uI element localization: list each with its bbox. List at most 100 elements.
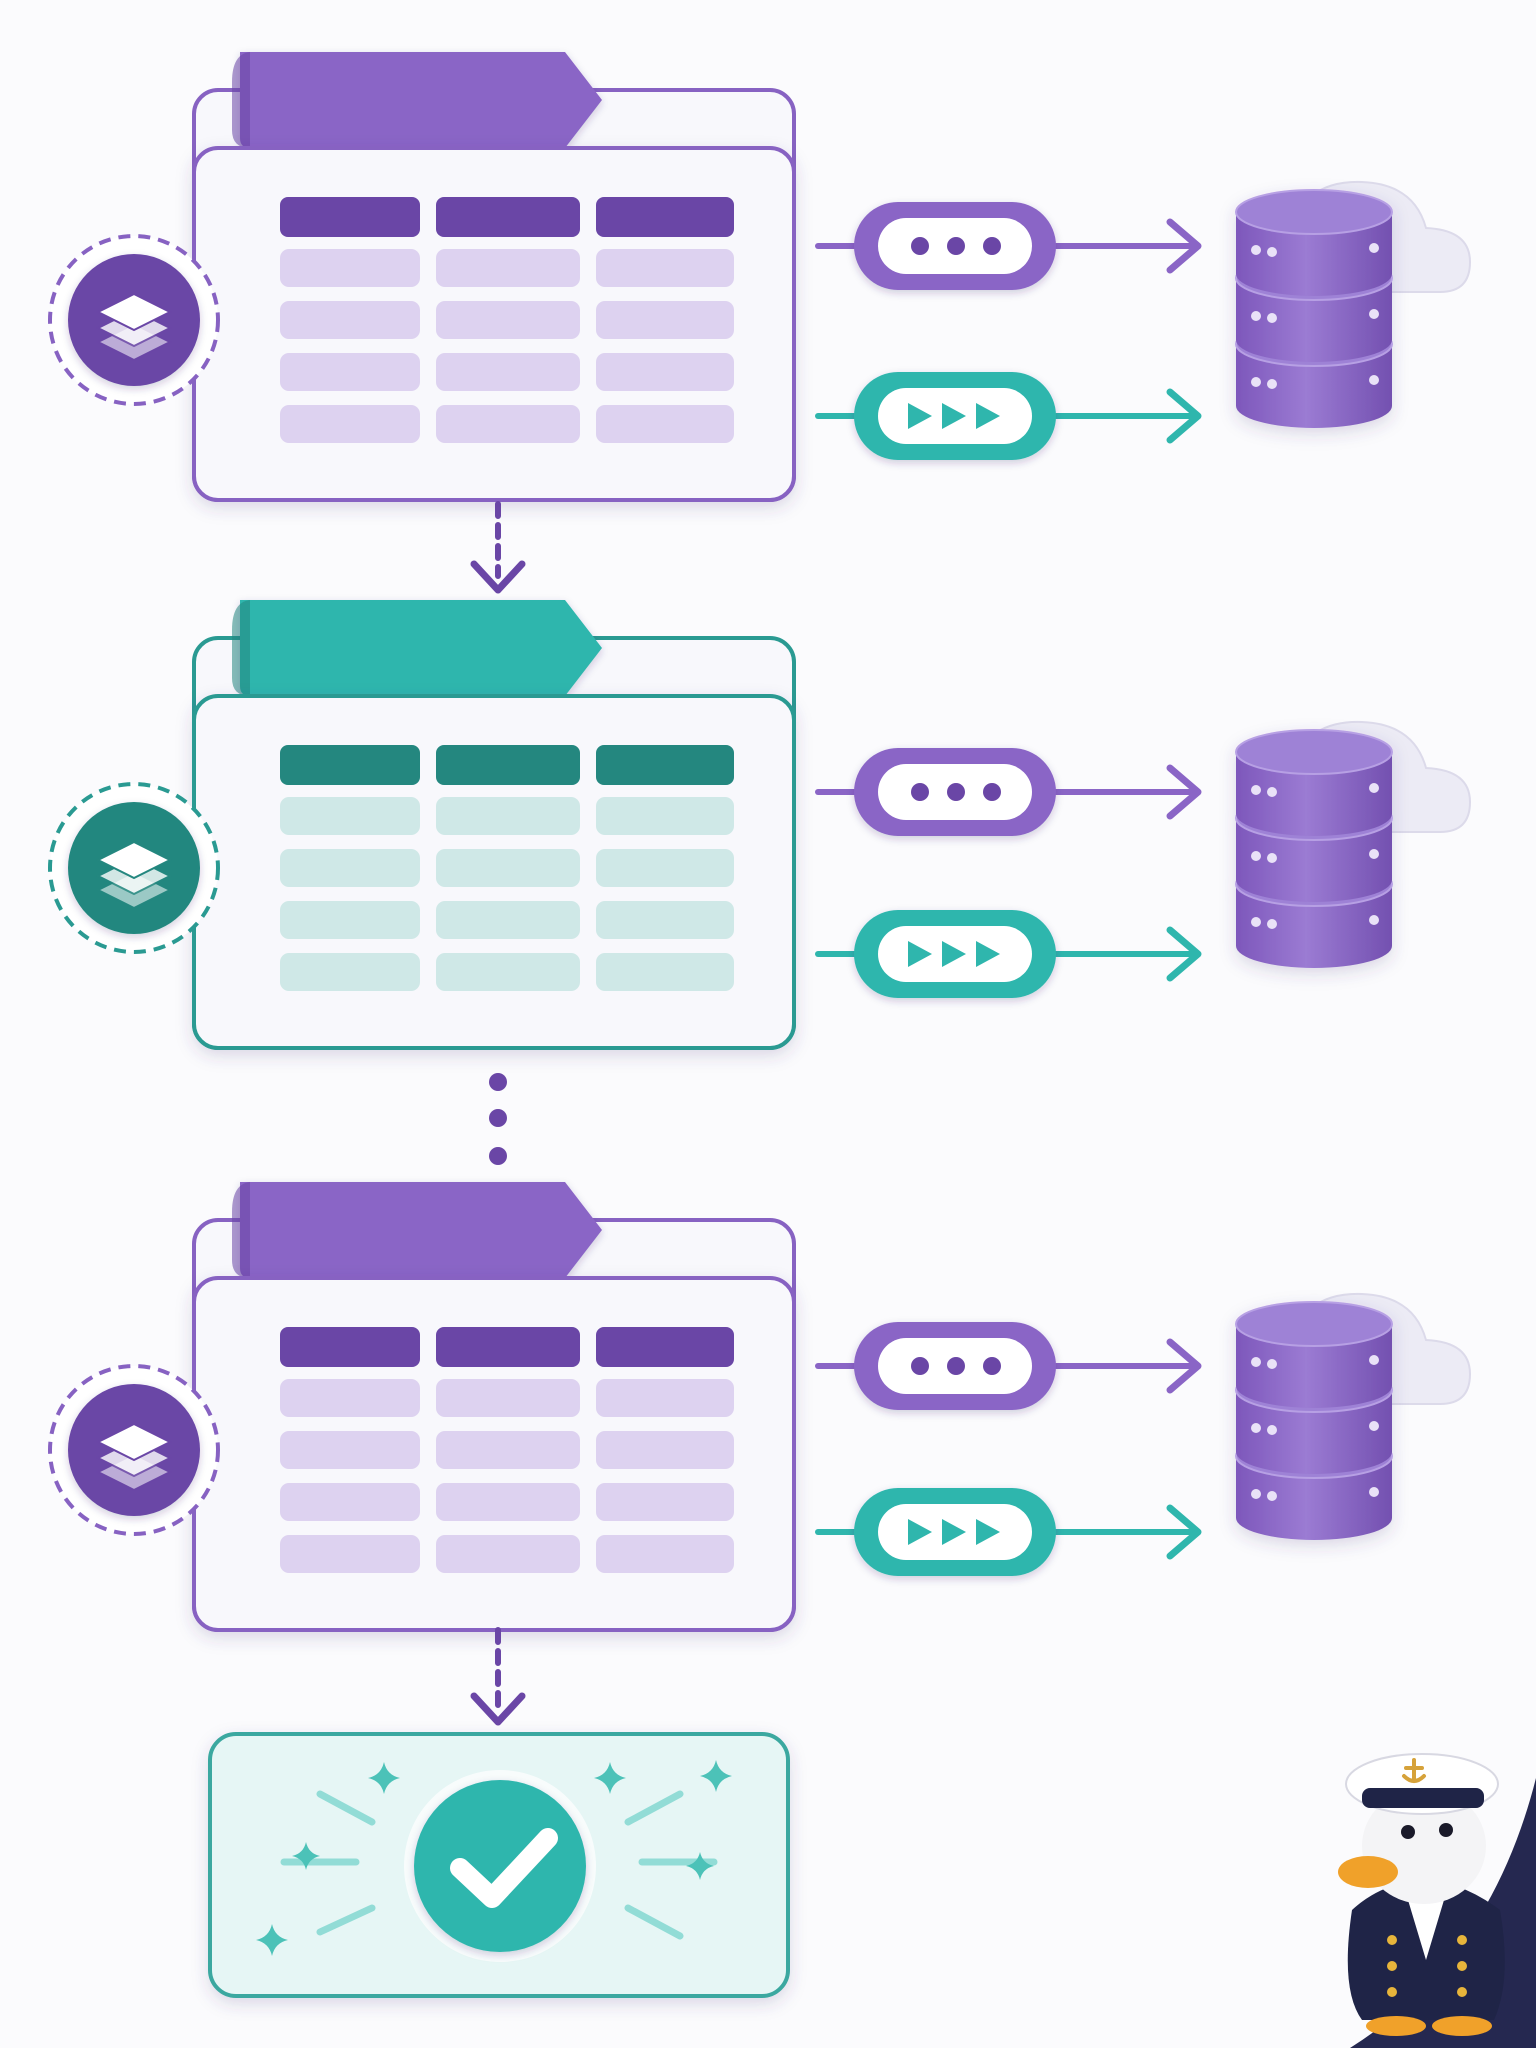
mascot-collar <box>1408 1900 1444 1960</box>
database-led <box>1369 1421 1379 1431</box>
mascot-beak <box>1338 1856 1398 1888</box>
layers-icon <box>95 1422 173 1492</box>
output-channel-1-1 <box>815 202 1202 290</box>
captain-duck-icon <box>1338 1753 1536 2048</box>
table-header-cell <box>280 745 420 785</box>
table-row-cell <box>436 405 580 443</box>
table-row-cell <box>596 405 734 443</box>
database-led <box>1251 1423 1261 1433</box>
connector-arrow-2 <box>470 1627 526 1726</box>
arrow-down-icon <box>470 560 526 594</box>
database-led <box>1369 915 1379 925</box>
table-row-cell <box>596 1535 734 1573</box>
output-channel-1-2 <box>815 372 1202 460</box>
arrow-right-icon <box>1166 1338 1202 1394</box>
stage-card-2 <box>48 600 796 1050</box>
sparkle-icon <box>368 1762 400 1794</box>
anchor-icon <box>1402 1758 1426 1783</box>
table-row-cell <box>436 353 580 391</box>
database-led <box>1267 313 1277 323</box>
table-row-cell <box>436 953 580 991</box>
database-led <box>1267 247 1277 257</box>
table-header-cell <box>596 197 734 237</box>
database-led <box>1369 1487 1379 1497</box>
folder-tab <box>240 600 602 696</box>
database-led <box>1251 311 1261 321</box>
database-tier-top <box>1235 729 1393 775</box>
database-led <box>1369 783 1379 793</box>
table-row-cell <box>596 797 734 835</box>
table-header-cell <box>596 1327 734 1367</box>
database-led <box>1251 1489 1261 1499</box>
checkmark-icon <box>450 1828 558 1908</box>
stage-card-1 <box>48 52 796 502</box>
table-header-cell <box>596 745 734 785</box>
database-tier <box>1236 884 1392 968</box>
stage-card-3 <box>48 1182 796 1632</box>
sparkle-icon <box>700 1760 732 1792</box>
database-tier <box>1236 818 1392 902</box>
table-row-cell <box>596 849 734 887</box>
database-tier-top <box>1235 1301 1393 1347</box>
database-led <box>1267 853 1277 863</box>
play-triple-icon <box>908 403 1000 429</box>
database-icon <box>1235 189 1393 428</box>
table-row-cell <box>436 1483 580 1521</box>
layers-icon <box>95 292 173 362</box>
database-tier <box>1236 752 1392 836</box>
table-row-cell <box>436 249 580 287</box>
database-led <box>1251 851 1261 861</box>
output-channel-2-1 <box>815 748 1202 836</box>
mascot-eye <box>1401 1825 1415 1839</box>
arrow-right-icon <box>1166 764 1202 820</box>
table-row-cell <box>280 301 420 339</box>
vertical-ellipsis-icon <box>489 1073 507 1165</box>
database-icon <box>1235 1301 1393 1540</box>
destination-3 <box>1235 1292 1472 1540</box>
output-channel-3-1 <box>815 1322 1202 1410</box>
database-tier-top <box>1235 189 1393 235</box>
folder-tab-fold <box>232 1182 250 1278</box>
arrow-right-icon <box>1166 218 1202 274</box>
mascot-foot <box>1366 2016 1426 2036</box>
table-row-cell <box>596 301 734 339</box>
database-tier <box>1236 212 1392 296</box>
table-row-cell <box>436 1431 580 1469</box>
database-tier <box>1236 344 1392 428</box>
table-row-cell <box>436 301 580 339</box>
mascot-button <box>1457 1935 1467 1945</box>
table-row-cell <box>596 1431 734 1469</box>
table-row-cell <box>280 249 420 287</box>
arrow-right-icon <box>1166 388 1202 444</box>
database-tier <box>1236 1390 1392 1474</box>
table-row-cell <box>436 849 580 887</box>
destination-2 <box>1235 720 1472 968</box>
output-channel-2-2 <box>815 910 1202 998</box>
table-row-cell <box>280 849 420 887</box>
database-led <box>1369 375 1379 385</box>
table-row-cell <box>596 353 734 391</box>
table-header-cell <box>280 197 420 237</box>
table-row-cell <box>280 1483 420 1521</box>
database-led <box>1251 245 1261 255</box>
table-row-cell <box>280 1431 420 1469</box>
database-led <box>1251 1357 1261 1367</box>
table-header-cell <box>280 1327 420 1367</box>
mascot-button <box>1387 1987 1397 1997</box>
destination-1 <box>1235 180 1472 428</box>
table-row-cell <box>436 1535 580 1573</box>
mascot-button <box>1457 1987 1467 1997</box>
table-row-cell <box>280 405 420 443</box>
mascot-button <box>1387 1935 1397 1945</box>
sparkle-icon <box>292 1842 320 1870</box>
result-card <box>208 1732 790 1998</box>
sparkle-icon <box>594 1762 626 1794</box>
table-row-cell <box>280 797 420 835</box>
table-row-cell <box>596 249 734 287</box>
folder-tab-fold <box>232 600 250 696</box>
check-disc <box>414 1780 586 1952</box>
mascot-foot <box>1432 2016 1492 2036</box>
folder-tab <box>240 1182 602 1278</box>
